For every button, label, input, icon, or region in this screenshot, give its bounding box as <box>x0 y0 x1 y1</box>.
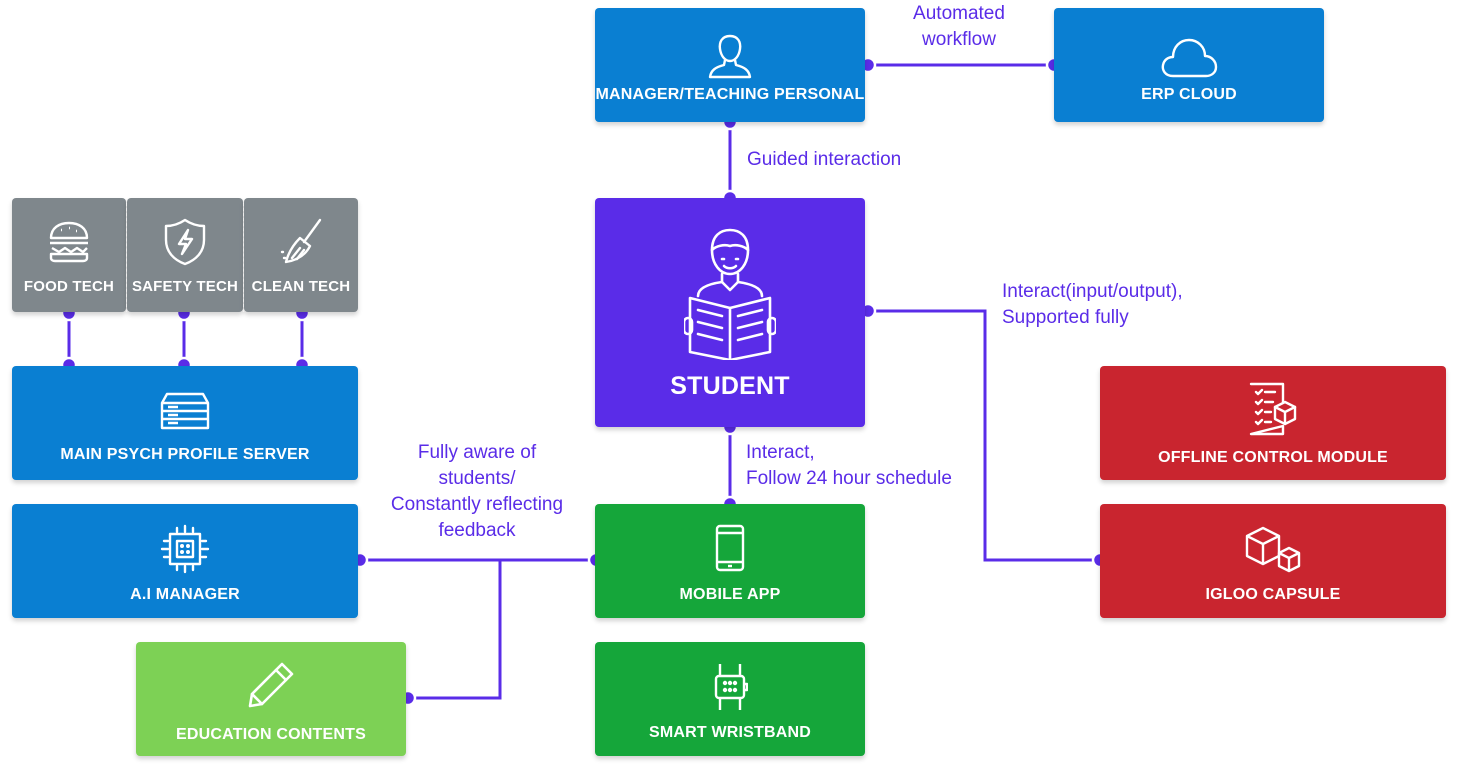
server-icon <box>160 392 210 430</box>
node-igloo-capsule: IGLOO CAPSULE <box>1100 504 1446 618</box>
cloud-icon <box>1161 38 1218 78</box>
node-education-contents: EDUCATION CONTENTS <box>136 642 406 756</box>
student-reading-icon <box>684 228 776 360</box>
broom-icon <box>280 218 322 264</box>
node-food-label: FOOD TECH <box>23 278 115 295</box>
node-mobile-label: MOBILE APP <box>679 586 781 603</box>
edge-student-igloo <box>868 309 1100 562</box>
chip-icon <box>160 524 210 574</box>
node-education-label: EDUCATION CONTENTS <box>176 726 366 743</box>
edge-label-automated-workflow: Automated workflow <box>913 3 1005 50</box>
wristband-icon <box>714 664 748 710</box>
shield-bolt-icon <box>164 218 206 266</box>
node-ai-manager: A.I MANAGER <box>12 504 358 618</box>
checklist-cube-icon <box>1249 382 1297 436</box>
edge-education-branch <box>408 560 502 700</box>
phone-icon <box>715 524 745 572</box>
burger-icon <box>49 221 89 263</box>
divider-safety-clean <box>243 198 244 312</box>
node-student: STUDENT <box>595 198 865 427</box>
edge-label-fully-aware: Fully aware of students/ Constantly refl… <box>390 442 564 541</box>
node-ai-label: A.I MANAGER <box>130 586 240 603</box>
node-erp-label: ERP CLOUD <box>1141 86 1237 103</box>
edge-label-interact-schedule: Interact, Follow 24 hour schedule <box>746 442 952 489</box>
cubes-icon <box>1245 526 1301 573</box>
node-clean-tech: CLEAN TECH <box>244 198 358 312</box>
node-igloo-label: IGLOO CAPSULE <box>1205 586 1341 603</box>
node-wristband-label: SMART WRISTBAND <box>648 724 812 741</box>
node-mobile-app: MOBILE APP <box>595 504 865 618</box>
node-food-tech: FOOD TECH <box>12 198 126 312</box>
node-clean-label: CLEAN TECH <box>251 278 351 295</box>
node-safety-tech: SAFETY TECH <box>127 198 243 312</box>
node-erp-cloud: ERP CLOUD <box>1054 8 1324 122</box>
node-server-label: MAIN PSYCH PROFILE SERVER <box>60 446 310 463</box>
node-safety-label: SAFETY TECH <box>131 278 239 295</box>
edge-label-guided-interaction: Guided interaction <box>747 149 902 170</box>
node-smart-wristband: SMART WRISTBAND <box>595 642 865 756</box>
node-main-server: MAIN PSYCH PROFILE SERVER <box>12 366 358 480</box>
node-student-label: STUDENT <box>670 372 790 400</box>
node-offline-label: OFFLINE CONTROL MODULE <box>1158 449 1388 466</box>
node-manager-label: MANAGER/TEACHING PERSONAL <box>595 86 865 103</box>
edge-label-interact-io: Interact(input/output), Supported fully <box>1002 281 1183 328</box>
person-icon <box>708 34 752 79</box>
node-manager: MANAGER/TEACHING PERSONAL <box>595 8 865 122</box>
node-offline-control-module: OFFLINE CONTROL MODULE <box>1100 366 1446 480</box>
divider-food-safety <box>126 198 127 312</box>
pencil-icon <box>248 662 294 708</box>
